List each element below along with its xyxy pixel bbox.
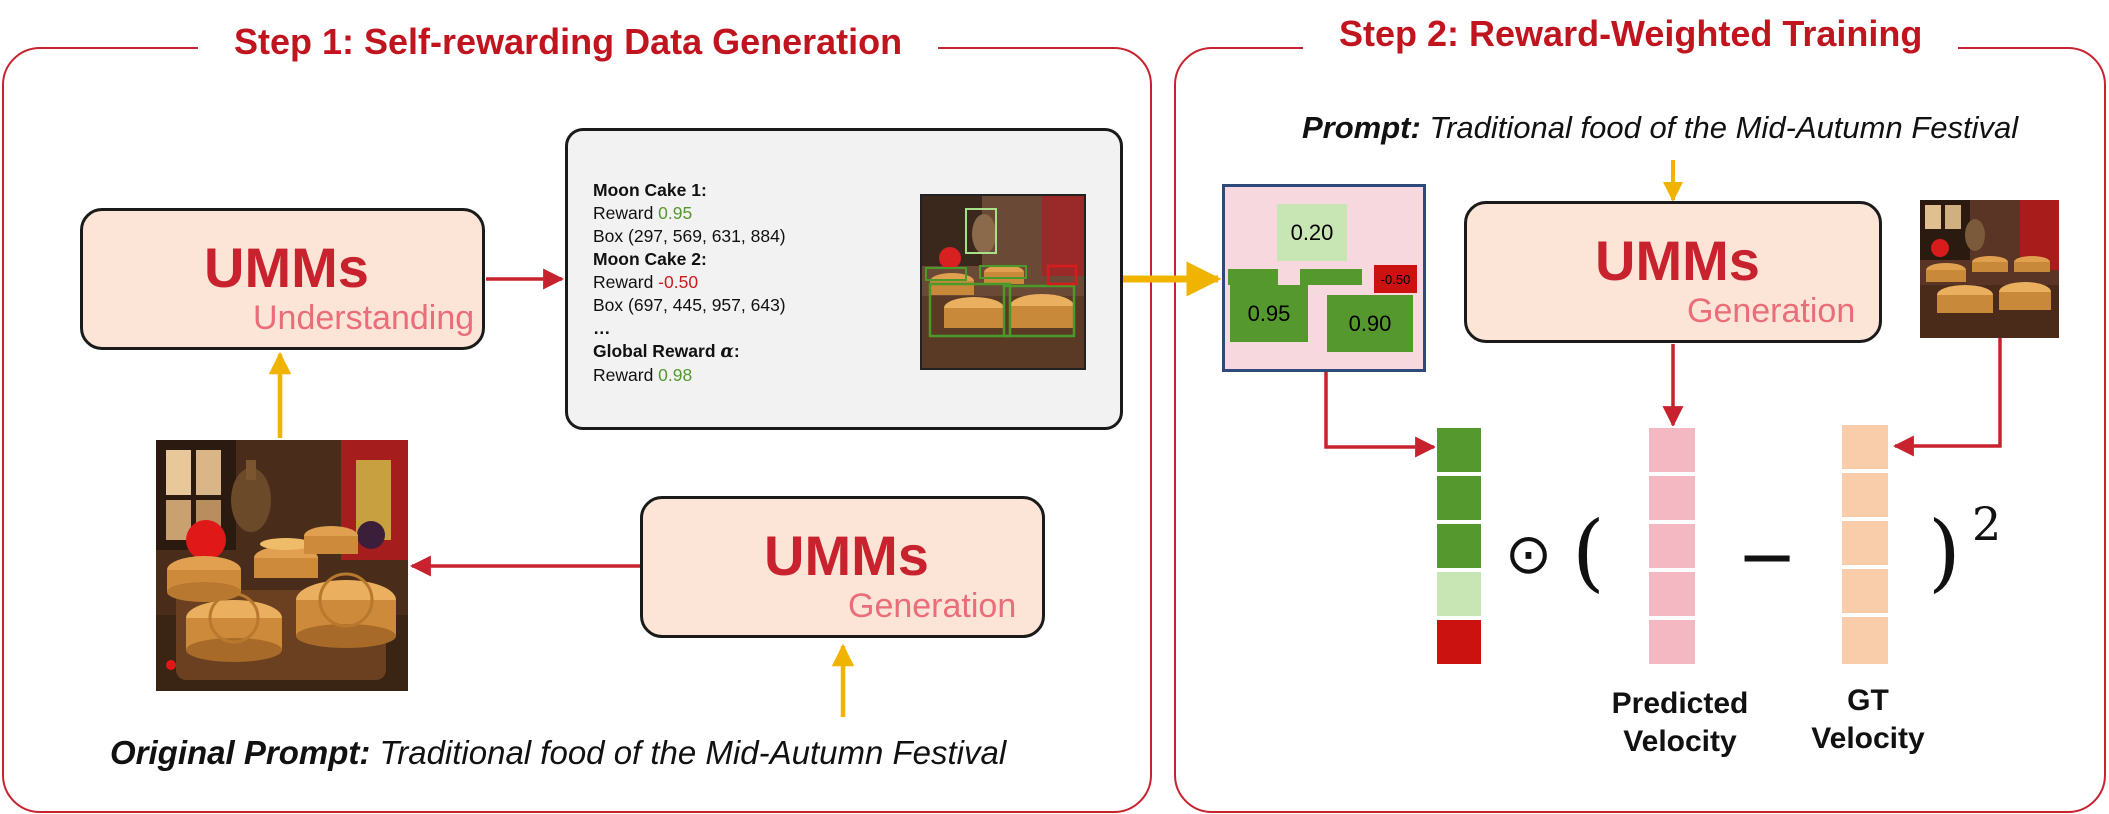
item2-reward-prefix: Reward: [593, 272, 659, 292]
map-score-left: 0.95: [1247, 300, 1291, 326]
original-prompt: Original Prompt: Traditional food of the…: [110, 734, 1006, 772]
gt-cell-5: [1840, 615, 1890, 666]
predicted-label-line2: Velocity: [1623, 725, 1737, 758]
weight-cell-3: [1435, 522, 1483, 570]
step1-title: Step 1: Self-rewarding Data Generation: [198, 20, 939, 64]
ellipsis: …: [593, 318, 611, 338]
global-symbol: α: [720, 342, 734, 362]
umm-generation-right-box: UMMs Generation: [1464, 201, 1882, 343]
reward-box: Moon Cake 1: Reward 0.95 Box (297, 569, …: [565, 128, 1123, 430]
step2-prompt-text: Traditional food of the Mid-Autumn Festi…: [1420, 110, 2019, 145]
reward-text: Moon Cake 1: Reward 0.95 Box (297, 569, …: [593, 179, 786, 387]
gt-label-line1: GT: [1847, 684, 1889, 717]
original-prompt-label: Original Prompt:: [110, 734, 371, 771]
predicted-velocity-label: Predicted Velocity: [1595, 685, 1765, 761]
predicted-cell-1: [1647, 426, 1697, 474]
global-colon: :: [733, 341, 740, 361]
step2-prompt-label: Prompt:: [1302, 110, 1421, 145]
umm-generation-left-subtitle: Generation: [848, 587, 1017, 625]
left-paren: (: [1572, 503, 1605, 601]
weight-cell-2: [1435, 474, 1483, 522]
odot-operator: ⊙: [1505, 522, 1552, 587]
step2-prompt: Prompt: Traditional food of the Mid-Autu…: [1302, 110, 2018, 146]
predicted-velocity-column: [1647, 426, 1697, 666]
gt-cell-2: [1840, 471, 1890, 519]
predicted-cell-4: [1647, 570, 1697, 618]
weight-cell-1: [1435, 426, 1483, 474]
weight-column: [1435, 426, 1483, 666]
gt-velocity-column: [1840, 423, 1890, 666]
power-exponent: 2: [1972, 497, 2002, 551]
umm-generation-right-title: UMMs: [1595, 229, 1760, 292]
gt-label-line2: Velocity: [1811, 722, 1925, 755]
item2-box: Box (697, 445, 957, 643): [593, 295, 786, 315]
minus-operator: −: [1737, 514, 1798, 598]
map-cell-right: 0.90: [1327, 295, 1413, 352]
item1-reward-prefix: Reward: [593, 203, 659, 223]
map-cell-left: 0.95: [1230, 285, 1308, 342]
item2-reward-value: -0.50: [658, 272, 699, 292]
arrow-image-to-gt: [1892, 336, 2002, 457]
item2-label: Moon Cake 2:: [593, 249, 707, 269]
annotated-thumbnail: [920, 194, 1086, 370]
gt-cell-4: [1840, 567, 1890, 615]
arrow-map-to-weights: [1324, 372, 1437, 458]
map-score-top: 0.20: [1290, 219, 1334, 245]
map-cell-neg: -0.50: [1374, 265, 1417, 293]
step2-title: Step 2: Reward-Weighted Training: [1303, 12, 1959, 56]
umm-generation-left-title: UMMs: [764, 524, 929, 587]
item1-box: Box (297, 569, 631, 884): [593, 226, 786, 246]
map-score-right: 0.90: [1348, 310, 1392, 336]
global-reward-prefix: Reward: [593, 365, 659, 385]
map-score-neg: -0.50: [1380, 271, 1411, 287]
umm-understanding-title: UMMs: [204, 236, 369, 299]
global-label: Global Reward: [593, 341, 721, 361]
gt-image: [1920, 200, 2059, 338]
umm-understanding-subtitle: Understanding: [253, 299, 475, 337]
map-cell-small-left: [1228, 269, 1278, 285]
item1-label: Moon Cake 1:: [593, 180, 707, 200]
map-cell-top: 0.20: [1277, 204, 1347, 261]
weight-cell-4: [1435, 570, 1483, 618]
predicted-cell-2: [1647, 474, 1697, 522]
predicted-label-line1: Predicted: [1611, 687, 1749, 720]
item1-reward-value: 0.95: [658, 203, 693, 223]
original-prompt-text: Traditional food of the Mid-Autumn Festi…: [370, 734, 1007, 771]
predicted-cell-3: [1647, 522, 1697, 570]
mooncake-image: [156, 440, 408, 691]
global-reward-value: 0.98: [658, 365, 693, 385]
umm-understanding-box: UMMs Understanding: [80, 208, 485, 350]
right-paren: ): [1928, 503, 1961, 601]
umm-generation-left-box: UMMs Generation: [640, 496, 1045, 638]
weight-cell-5: [1435, 618, 1483, 666]
predicted-cell-5: [1647, 618, 1697, 666]
reward-map: 0.20 -0.50 0.95 0.90: [1222, 184, 1426, 372]
gt-cell-1: [1840, 423, 1890, 471]
gt-velocity-label: GT Velocity: [1793, 682, 1943, 758]
map-cell-small-mid: [1300, 269, 1362, 285]
umm-generation-right-subtitle: Generation: [1687, 292, 1856, 330]
gt-cell-3: [1840, 519, 1890, 567]
